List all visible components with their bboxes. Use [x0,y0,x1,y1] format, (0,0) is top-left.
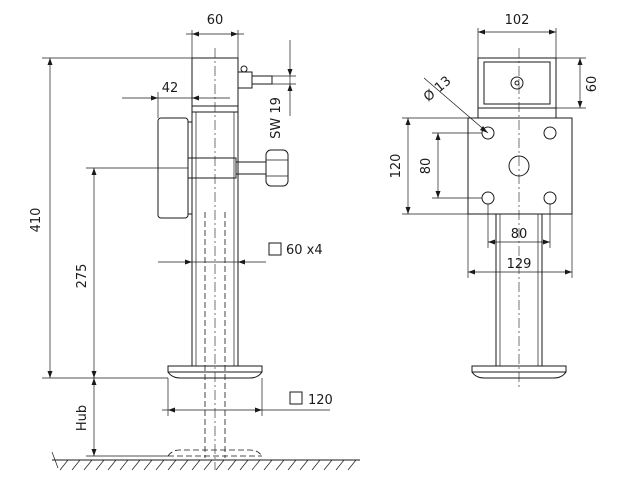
dim-offset: 42 [162,81,179,96]
dim-hole-spacing-horizontal: 80 [511,227,528,242]
dim-plate-height: 120 [389,154,404,179]
dim-top-width: 60 [207,13,224,28]
dim-lower-height: 275 [75,264,90,289]
dim-total-height: 410 [29,208,44,233]
dim-foot-plate: 120 [308,393,333,408]
dim-plate-width: 129 [507,257,532,272]
side-view [42,30,360,471]
dim-wrench-size: SW 19 [269,97,284,139]
front-view [402,28,586,390]
dim-stroke: Hub [75,405,90,431]
dim-hole-spacing-vertical: 80 [419,158,434,175]
dim-front-top-height: 60 [585,76,600,93]
dim-tube-profile: 60 x4 [286,243,323,258]
dim-front-top-width: 102 [505,13,530,28]
